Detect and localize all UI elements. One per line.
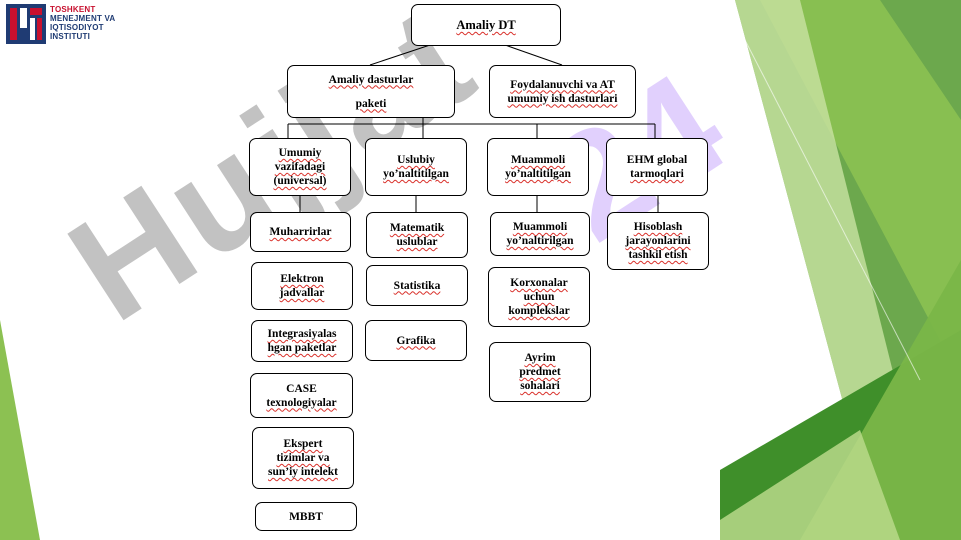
item-computing-processes-line-1: Hisoblash xyxy=(633,221,683,233)
logo-line-1: TOSHKENT xyxy=(50,5,96,14)
node-global-networks: EHM global tarmoqlari xyxy=(606,138,708,196)
node-applied-packages-line-2: paketi xyxy=(355,97,387,110)
item-integrated-packages-line-2: hgan paketlar xyxy=(267,342,337,354)
item-problem-oriented: Muammoli yo’naltirilgan xyxy=(490,212,590,256)
item-spreadsheets-line-2: jadvallar xyxy=(279,287,325,299)
node-general-purpose-line-2: vazifadagi xyxy=(274,161,326,173)
node-problem-oriented-line-1: Muammoli xyxy=(510,154,566,166)
item-statistics: Statistika xyxy=(366,265,468,306)
node-global-networks-line-1: EHM global xyxy=(626,154,688,166)
item-enterprise-complexes-line-3: komplekslar xyxy=(508,305,570,317)
node-method-oriented-line-2: yo’naltitilgan xyxy=(383,168,449,180)
item-case-technologies: CASE texnologiyalar xyxy=(250,373,353,418)
node-user-programs-line-1: Foydalanuvchi va AT xyxy=(510,78,615,91)
item-math-methods-line-2: uslublar xyxy=(396,236,438,248)
node-general-purpose-line-1: Umumiy xyxy=(278,147,322,159)
item-subject-areas-line-1: Ayrim xyxy=(524,352,556,364)
item-problem-oriented-line-2: yo’naltirilgan xyxy=(506,235,574,247)
item-expert-systems-line-3: sun’iy intelekt xyxy=(268,466,338,478)
item-statistics-line-1: Statistika xyxy=(393,279,441,292)
item-enterprise-complexes-line-2: uchun xyxy=(523,291,555,303)
item-editors: Muharrirlar xyxy=(250,212,351,252)
institute-logo: TOSHKENT MENEJMENT VA IQTISODIYOT INSTIT… xyxy=(6,4,136,46)
item-expert-systems-line-1: Ekspert xyxy=(283,438,323,450)
node-general-purpose-line-3: (universal) xyxy=(273,175,327,187)
item-computing-processes-line-2: jarayonlarini xyxy=(625,235,691,247)
item-graphics: Grafika xyxy=(365,320,467,361)
item-spreadsheets: Elektron jadvallar xyxy=(251,262,353,310)
item-case-technologies-line-1: CASE xyxy=(286,382,317,395)
node-problem-oriented-line-2: yo’naltitilgan xyxy=(505,168,571,180)
item-expert-systems: Ekspert tizimlar va sun’iy intelekt xyxy=(252,427,354,489)
node-problem-oriented: Muammoli yo’naltitilgan xyxy=(487,138,589,196)
item-spreadsheets-line-1: Elektron xyxy=(280,273,324,285)
item-math-methods: Matematik uslublar xyxy=(366,212,468,258)
item-expert-systems-line-2: tizimlar va xyxy=(276,452,330,464)
item-mbbt-line-1: MBBT xyxy=(289,510,323,523)
item-computing-processes: Hisoblash jarayonlarini tashkil etish xyxy=(607,212,709,270)
node-user-programs-line-2: umumiy ish dasturlari xyxy=(507,92,618,105)
node-root: Amaliy DT xyxy=(411,4,561,46)
node-method-oriented-line-1: Uslubiy xyxy=(397,154,435,166)
item-subject-areas-line-2: predmet xyxy=(519,366,561,378)
item-editors-line-1: Muharrirlar xyxy=(269,226,332,238)
item-computing-processes-line-3: tashkil etish xyxy=(628,249,688,261)
logo-mark-icon xyxy=(6,4,46,44)
node-user-programs: Foydalanuvchi va AT umumiy ish dasturlar… xyxy=(489,65,636,118)
item-enterprise-complexes-line-1: Korxonalar xyxy=(510,277,568,289)
logo-line-2: MENEJMENT VA xyxy=(50,14,116,23)
node-global-networks-line-2: tarmoqlari xyxy=(630,168,684,180)
item-integrated-packages-line-1: Integrasiyalas xyxy=(267,328,337,340)
item-subject-areas: Ayrim predmet sohalari xyxy=(489,342,591,402)
node-general-purpose: Umumiy vazifadagi (universal) xyxy=(249,138,351,196)
item-subject-areas-line-3: sohalari xyxy=(520,380,560,392)
item-case-technologies-line-2: texnologiyalar xyxy=(266,396,337,409)
logo-text: TOSHKENT MENEJMENT VA IQTISODIYOT INSTIT… xyxy=(50,5,115,41)
logo-line-4: INSTITUTI xyxy=(50,32,91,41)
item-math-methods-line-1: Matematik xyxy=(389,222,445,234)
item-enterprise-complexes: Korxonalar uchun komplekslar xyxy=(488,267,590,327)
item-graphics-line-1: Grafika xyxy=(396,334,436,347)
node-applied-packages: Amaliy dasturlar paketi xyxy=(287,65,455,118)
item-integrated-packages: Integrasiyalas hgan paketlar xyxy=(251,320,353,362)
node-method-oriented: Uslubiy yo’naltitilgan xyxy=(365,138,467,196)
logo-line-3: IQTISODIYOT xyxy=(50,23,104,32)
item-mbbt: MBBT xyxy=(255,502,357,531)
node-applied-packages-line-1: Amaliy dasturlar xyxy=(328,73,414,86)
item-problem-oriented-line-1: Muammoli xyxy=(512,221,568,233)
node-root-line-1: Amaliy DT xyxy=(456,18,516,32)
